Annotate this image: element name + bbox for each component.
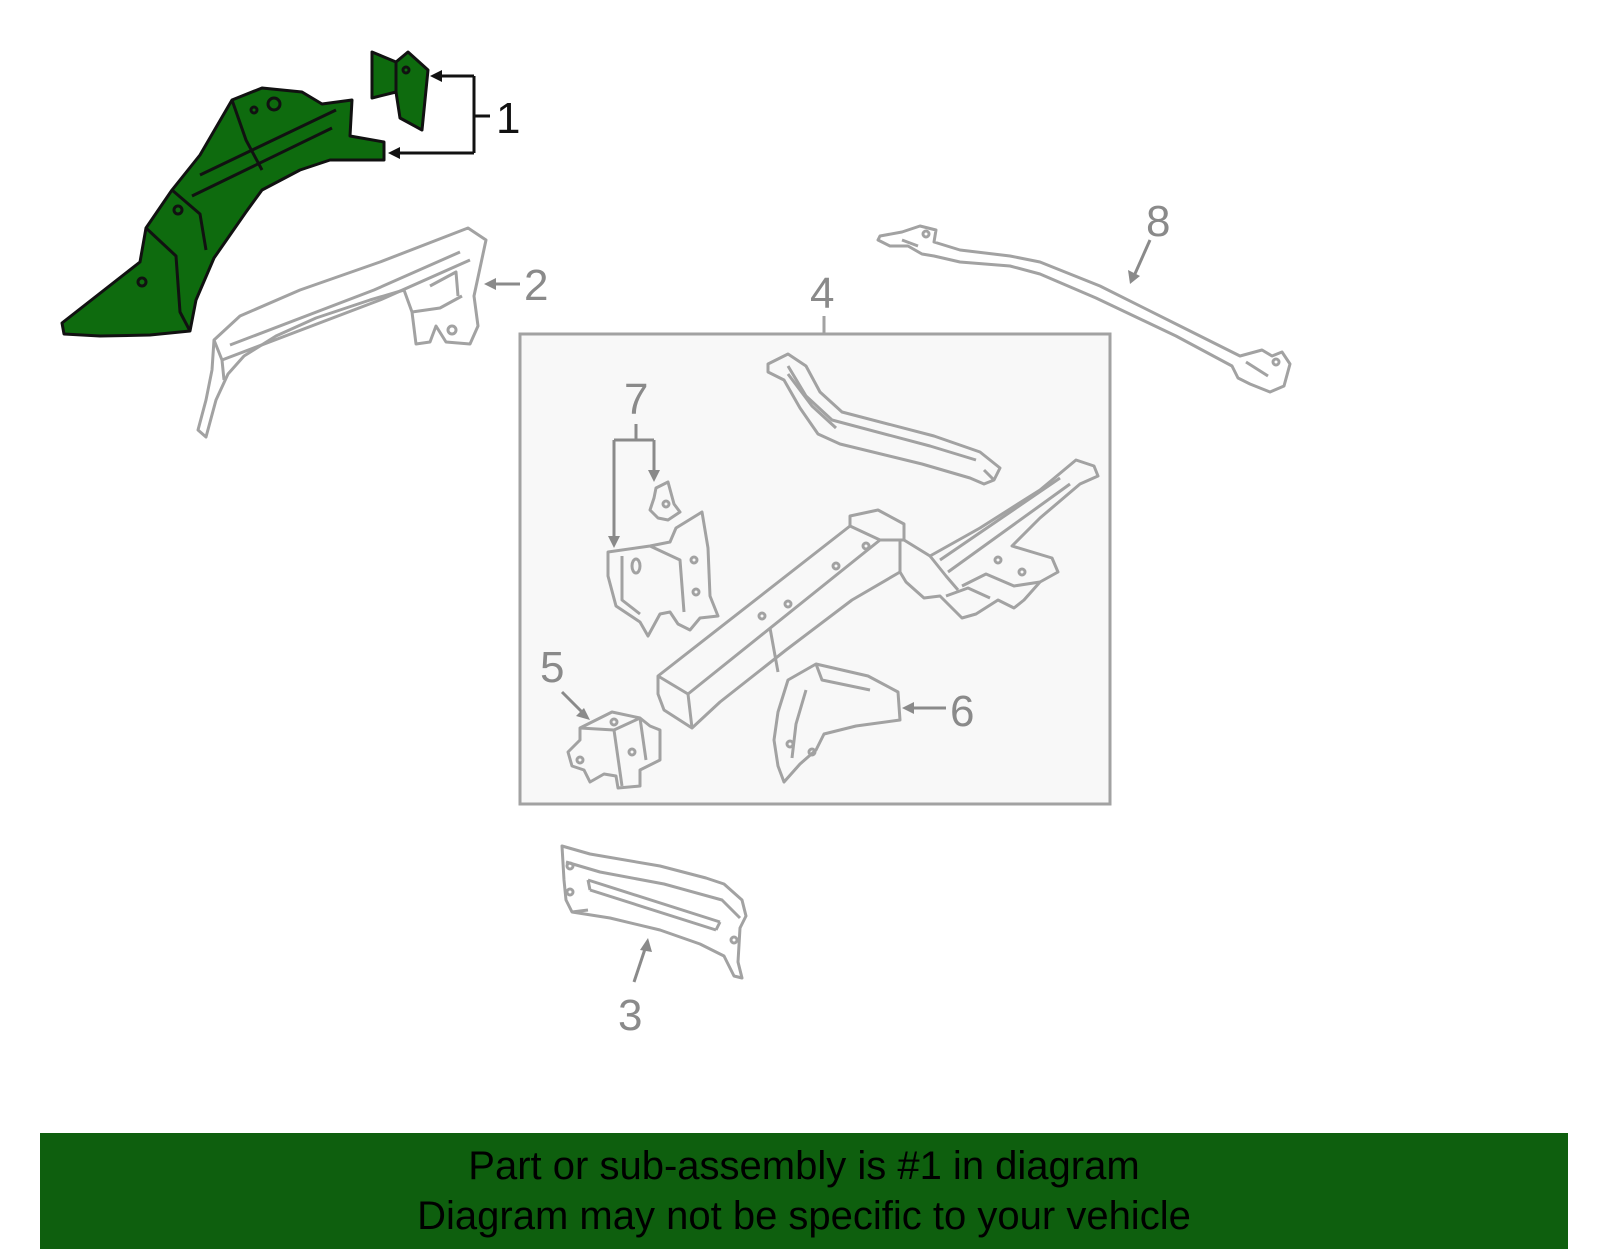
- callout-3-leader: [632, 938, 652, 983]
- part-6[interactable]: [772, 662, 902, 784]
- callout-1[interactable]: 1: [496, 94, 520, 143]
- callout-5-leader: [560, 690, 590, 720]
- subassembly-4-box: [518, 332, 1112, 806]
- info-banner-background: [40, 1133, 1568, 1249]
- part-1-highlighted[interactable]: [60, 50, 430, 338]
- callout-8[interactable]: 8: [1146, 197, 1170, 246]
- callout-2-leader: [484, 278, 520, 290]
- callout-4[interactable]: 4: [810, 269, 834, 318]
- info-banner: Part or sub-assembly is #1 in diagram Di…: [40, 1133, 1568, 1249]
- callout-6-leader: [902, 702, 946, 714]
- callout-6[interactable]: 6: [950, 687, 974, 736]
- callout-2[interactable]: 2: [524, 261, 548, 310]
- part-5[interactable]: [566, 710, 662, 790]
- callout-8-leader: [1128, 239, 1152, 284]
- part-4-main-rail[interactable]: [656, 458, 1100, 730]
- callout-5[interactable]: 5: [540, 643, 564, 692]
- part-2[interactable]: [196, 226, 488, 439]
- callout-3[interactable]: 3: [618, 991, 642, 1040]
- part-4-upper-rail[interactable]: [766, 352, 1002, 486]
- callout-7-leader: [608, 424, 660, 548]
- callout-7[interactable]: 7: [624, 375, 648, 424]
- callout-1-arrows: [388, 70, 442, 159]
- banner-line-2: Diagram may not be specific to your vehi…: [417, 1194, 1191, 1238]
- banner-line-1: Part or sub-assembly is #1 in diagram: [468, 1144, 1140, 1188]
- part-7[interactable]: [606, 480, 720, 638]
- part-3[interactable]: [560, 844, 748, 980]
- part-8[interactable]: [876, 224, 1292, 394]
